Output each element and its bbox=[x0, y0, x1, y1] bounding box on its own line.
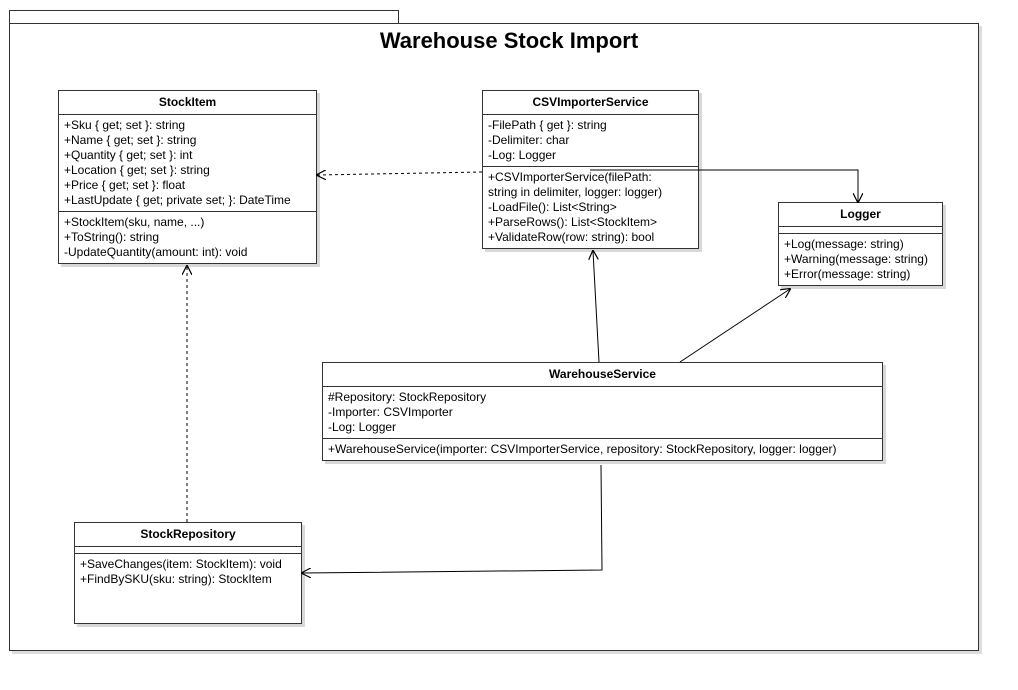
attribute: +Name { get; set }: string bbox=[64, 133, 197, 147]
methods-section: +WarehouseService(importer: CSVImporterS… bbox=[323, 439, 882, 460]
method: +ParseRows(): List<StockItem> bbox=[488, 215, 658, 229]
method: +CSVImporterService(filePath: bbox=[488, 170, 652, 184]
package-tab bbox=[9, 10, 399, 24]
edge-warehouse-to-csvimporter bbox=[593, 251, 600, 363]
methods-section: +CSVImporterService(filePath: string in … bbox=[483, 167, 698, 248]
class-stockrepository[interactable]: StockRepository +SaveChanges(item: Stock… bbox=[74, 522, 302, 624]
class-stockitem[interactable]: StockItem +Sku { get; set }: string +Nam… bbox=[58, 90, 317, 264]
method: +ValidateRow(row: string): bool bbox=[488, 230, 655, 244]
attributes-section: +Sku { get; set }: string +Name { get; s… bbox=[59, 115, 316, 212]
attribute: -Log: Logger bbox=[328, 420, 397, 434]
method: +StockItem(sku, name, ...) bbox=[64, 215, 205, 229]
attribute: -Log: Logger bbox=[488, 148, 557, 162]
method: -UpdateQuantity(amount: int): void bbox=[64, 245, 248, 259]
method: +FindBySKU(sku: string): StockItem bbox=[80, 572, 272, 586]
edge-csvimporter-to-stockitem bbox=[317, 172, 483, 175]
attribute: +LastUpdate { get; private set; }: DateT… bbox=[64, 193, 291, 207]
attribute: #Repository: StockRepository bbox=[328, 390, 487, 404]
method: +WarehouseService(importer: CSVImporterS… bbox=[328, 442, 837, 456]
attributes-section: #Repository: StockRepository -Importer: … bbox=[323, 387, 882, 439]
class-name: Logger bbox=[779, 203, 942, 227]
class-name: WarehouseService bbox=[323, 363, 882, 387]
attribute: +Sku { get; set }: string bbox=[64, 118, 186, 132]
attribute: +Price { get; set }: float bbox=[64, 178, 186, 192]
diagram-title: Warehouse Stock Import bbox=[379, 28, 639, 53]
attributes-section: -FilePath { get }: string -Delimiter: ch… bbox=[483, 115, 698, 167]
method: +Log(message: string) bbox=[784, 237, 904, 251]
methods-section: +Log(message: string) +Warning(message: … bbox=[779, 234, 942, 285]
class-warehouseservice[interactable]: WarehouseService #Repository: StockRepos… bbox=[322, 362, 883, 461]
attribute: -Importer: CSVImporter bbox=[328, 405, 453, 419]
attribute: +Quantity { get; set }: int bbox=[64, 148, 193, 162]
attribute: +Location { get; set }: string bbox=[64, 163, 210, 177]
edge-warehouse-to-logger bbox=[679, 289, 790, 363]
attributes-section bbox=[75, 547, 301, 554]
attribute: -FilePath { get }: string bbox=[488, 118, 607, 132]
class-name: StockItem bbox=[59, 91, 316, 115]
methods-section: +SaveChanges(item: StockItem): void +Fin… bbox=[75, 554, 301, 590]
attribute: -Delimiter: char bbox=[488, 133, 570, 147]
method: +Error(message: string) bbox=[784, 267, 911, 281]
class-logger[interactable]: Logger +Log(message: string) +Warning(me… bbox=[778, 202, 943, 286]
method: string in delimiter, logger: logger) bbox=[488, 185, 663, 199]
methods-section: +StockItem(sku, name, ...) +ToString(): … bbox=[59, 212, 316, 263]
edge-csvimporter-to-logger bbox=[590, 169, 858, 202]
class-name: CSVImporterService bbox=[483, 91, 698, 115]
attributes-section bbox=[779, 227, 942, 234]
method: +SaveChanges(item: StockItem): void bbox=[80, 557, 282, 571]
class-name: StockRepository bbox=[75, 523, 301, 547]
method: -LoadFile(): List<String> bbox=[488, 200, 617, 214]
method: +ToString(): string bbox=[64, 230, 160, 244]
edge-warehouse-to-repository bbox=[302, 464, 603, 573]
method: +Warning(message: string) bbox=[784, 252, 928, 266]
